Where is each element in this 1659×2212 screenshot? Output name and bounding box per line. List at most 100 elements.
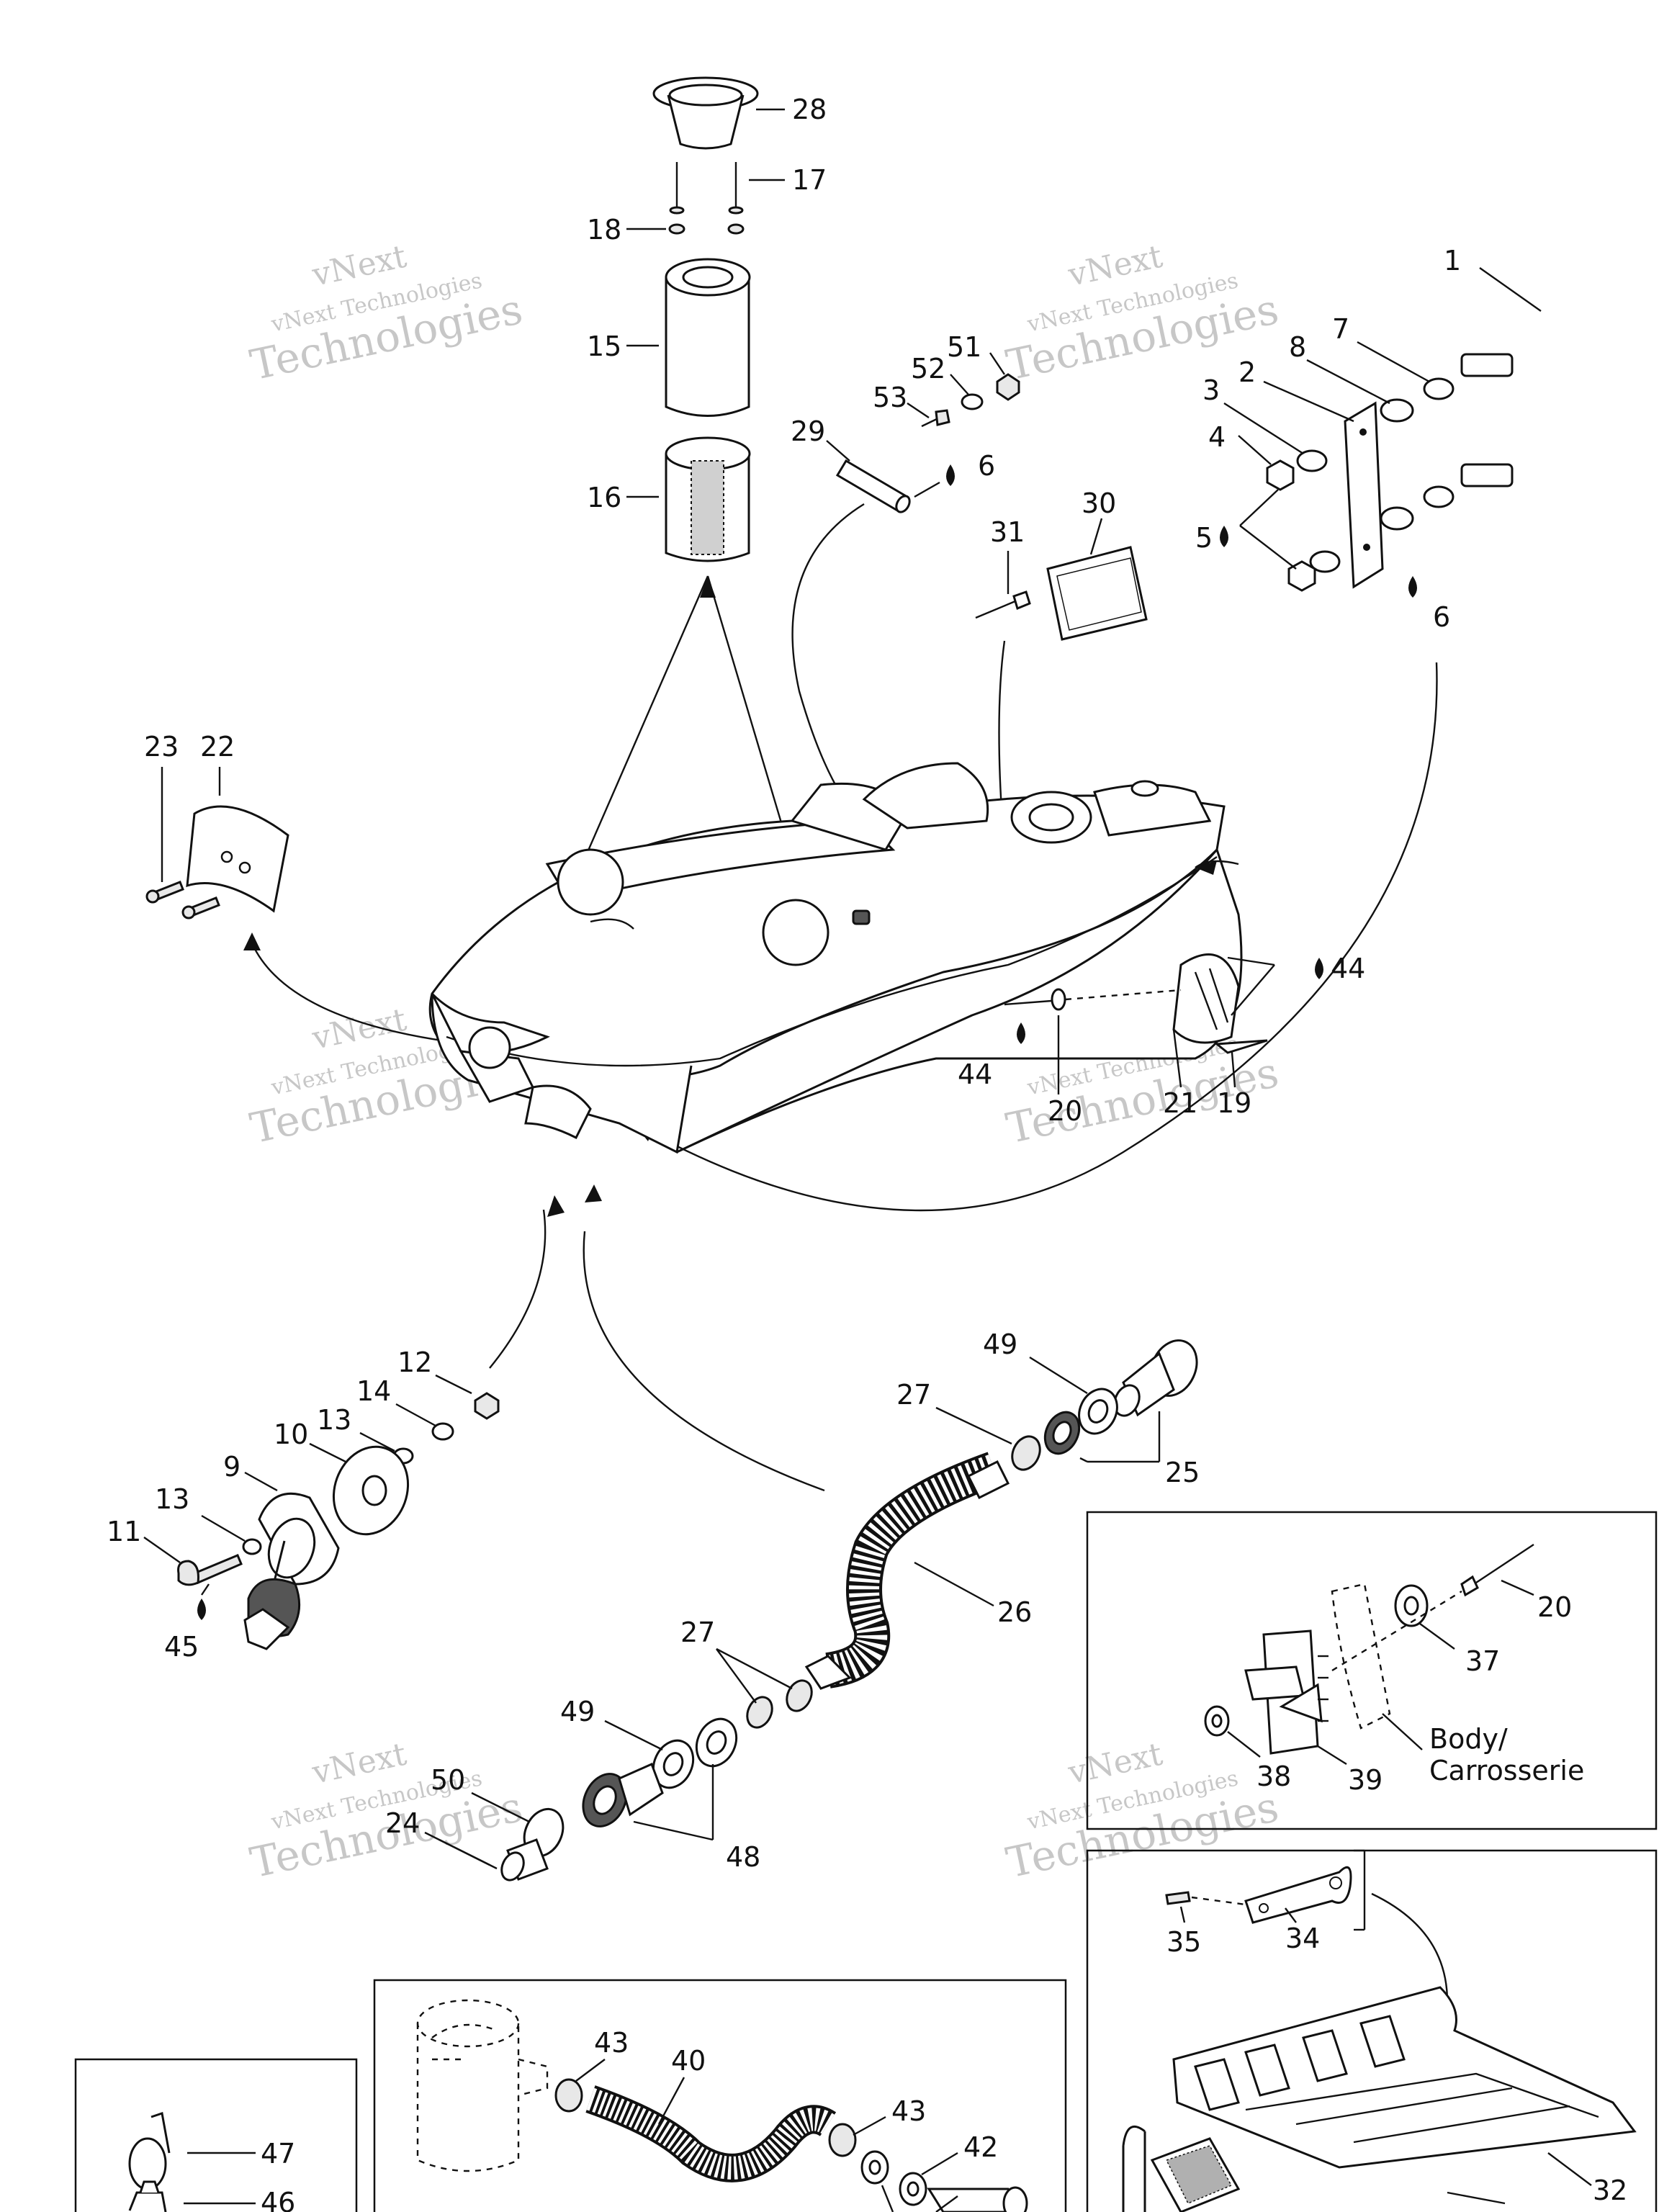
body-outline — [1331, 1583, 1391, 1730]
callout-n47: 47 — [261, 2138, 295, 2170]
rivets-17 — [669, 162, 744, 215]
screw-35 — [1165, 1891, 1246, 1906]
detail-box-bilge-pump — [373, 1979, 1067, 2212]
cover-22 — [186, 805, 289, 913]
callout-n38: 38 — [1256, 1761, 1291, 1792]
callout-n22: 22 — [200, 731, 235, 763]
callout-n45: 45 — [164, 1631, 199, 1663]
cup-holder-ring-28 — [652, 76, 759, 150]
grab-handle-tube-29 — [835, 459, 911, 513]
hose-40 — [585, 2085, 837, 2182]
rivet-20-top — [1004, 988, 1182, 1011]
callout-n12: 12 — [397, 1346, 432, 1378]
callout-n5: 5 — [1195, 522, 1213, 554]
callout-n16: 16 — [587, 482, 621, 513]
callout-n6: 6 — [1433, 601, 1450, 633]
washers-7 — [1423, 377, 1455, 508]
washer-49-top — [1078, 1388, 1118, 1435]
callout-body1: Body/ — [1429, 1723, 1508, 1755]
washer-52 — [961, 393, 984, 410]
callout-n43: 43 — [594, 2027, 629, 2059]
callout-n13: 13 — [317, 1404, 351, 1436]
callout-n20: 20 — [1048, 1095, 1082, 1127]
callout-n14: 14 — [356, 1375, 391, 1407]
callout-n13: 13 — [155, 1483, 189, 1515]
callout-n42: 42 — [963, 2131, 998, 2163]
rivet-31 — [975, 590, 1031, 619]
callout-n37: 37 — [1465, 1645, 1500, 1677]
callout-n10: 10 — [274, 1419, 308, 1450]
callout-n34: 34 — [1285, 1923, 1320, 1954]
backing-plate-2 — [1344, 401, 1384, 589]
callout-n6: 6 — [978, 450, 995, 482]
callout-n25: 25 — [1165, 1457, 1200, 1488]
clamp-43-left — [554, 2078, 583, 2113]
nut-25 — [1043, 1411, 1081, 1455]
washers-3 — [1296, 449, 1341, 573]
callout-n51: 51 — [947, 331, 981, 363]
callout-n7: 7 — [1332, 313, 1349, 345]
callout-n8: 8 — [1289, 331, 1306, 363]
detail-box-body-rivet — [1086, 1511, 1658, 1830]
boat-hull — [428, 762, 1243, 1154]
callout-n43: 43 — [891, 2095, 926, 2127]
callout-n50: 50 — [431, 1764, 465, 1796]
fitting-50 — [500, 1807, 565, 1881]
callout-n44: 44 — [1331, 953, 1365, 984]
washers-8 — [1380, 398, 1414, 531]
callout-n44: 44 — [958, 1058, 992, 1090]
drain-nut-12 — [474, 1392, 500, 1420]
washer-38 — [1204, 1705, 1230, 1737]
screws-23 — [145, 881, 220, 920]
callout-n40: 40 — [671, 2045, 706, 2077]
cup-holder-foam-16 — [665, 436, 751, 562]
latch-34 — [1244, 1866, 1352, 1924]
screw-53 — [921, 409, 950, 428]
callout-n31: 31 — [990, 516, 1025, 548]
callout-n9: 9 — [223, 1451, 240, 1483]
callout-n21: 21 — [1163, 1087, 1197, 1119]
drain-washer-14 — [431, 1422, 454, 1441]
callout-n39: 39 — [1348, 1764, 1382, 1796]
detail-box-storage — [1086, 1849, 1658, 2212]
storage-tray-32 — [1172, 1986, 1637, 2169]
callout-n53: 53 — [873, 382, 907, 413]
callout-n48: 48 — [726, 1841, 760, 1873]
bilge-pump — [416, 1999, 549, 2172]
callout-n3: 3 — [1202, 374, 1220, 406]
washer-49 — [652, 1739, 695, 1789]
callout-n11: 11 — [107, 1516, 141, 1547]
thru-hull-41 — [927, 2186, 1028, 2212]
tie-wrap-47 — [128, 2112, 171, 2190]
anchor-pad-30 — [1046, 546, 1148, 641]
washer-42 — [860, 2150, 927, 2206]
thru-hull-48 — [582, 1762, 664, 1827]
callout-n23: 23 — [144, 731, 179, 763]
sealant-drop-icon — [1017, 1022, 1025, 1044]
ladder-handle — [1122, 2125, 1146, 2212]
sealant-drop-icon — [1315, 958, 1323, 979]
clamp-43-right — [828, 2123, 857, 2157]
callout-n15: 15 — [587, 331, 621, 362]
callout-body2: Carrosserie — [1429, 1755, 1584, 1786]
drain-washer-13 — [242, 1538, 262, 1555]
callout-n1: 1 — [1444, 245, 1461, 276]
callout-n19: 19 — [1217, 1087, 1251, 1119]
drain-housing-9 — [243, 1492, 340, 1650]
callout-n2: 2 — [1238, 356, 1256, 388]
sealant-drop-icon — [946, 464, 955, 486]
nut-51 — [996, 373, 1020, 401]
callout-n32: 32 — [1593, 2175, 1627, 2206]
tow-hook-1 — [1460, 338, 1626, 487]
washers-18 — [668, 223, 745, 235]
washers-48 — [695, 1717, 738, 1768]
clamps-27 — [746, 1679, 813, 1729]
callout-n4: 4 — [1208, 421, 1226, 453]
callout-n30: 30 — [1082, 487, 1116, 519]
callout-n24: 24 — [385, 1807, 420, 1839]
bilge-hose-26 — [804, 1452, 1010, 1690]
clamp-27-top — [1011, 1435, 1041, 1471]
washer-37 — [1394, 1584, 1429, 1627]
callout-n46: 46 — [261, 2187, 295, 2212]
